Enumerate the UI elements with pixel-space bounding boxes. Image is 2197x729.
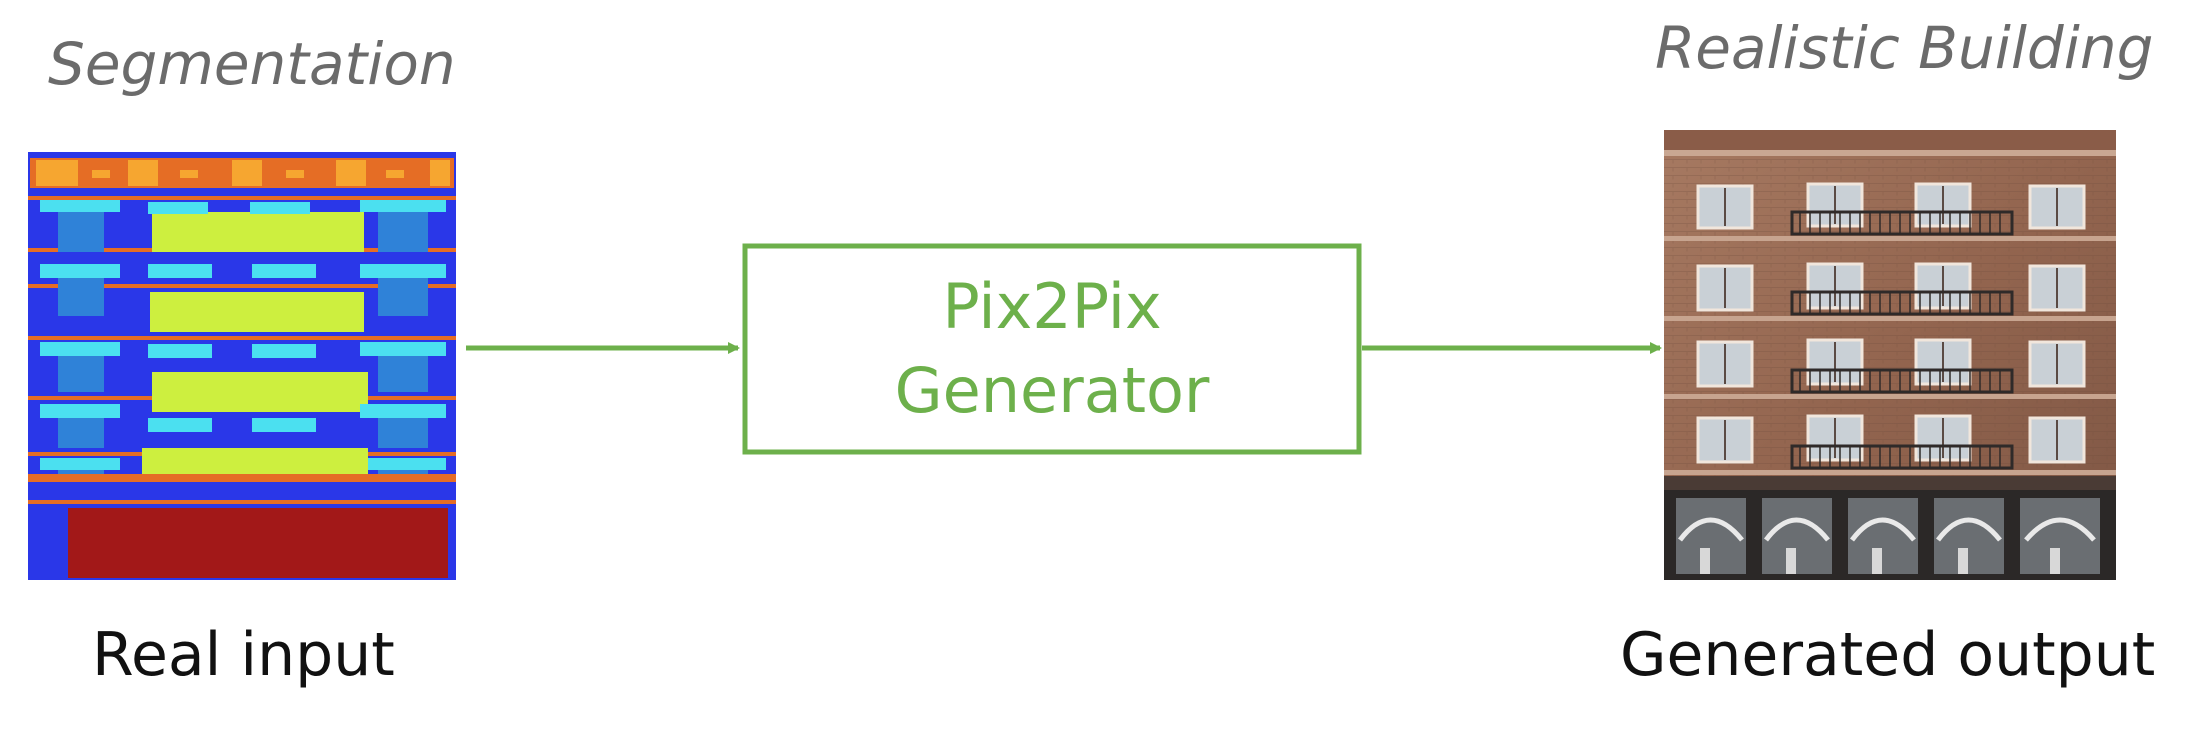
generator-label-line2: Generator bbox=[894, 354, 1210, 427]
generator-label: Pix2Pix Generator bbox=[745, 265, 1359, 433]
segmentation-heading: Segmentation bbox=[48, 30, 456, 98]
generator-label-line1: Pix2Pix bbox=[942, 270, 1162, 343]
generator-box bbox=[742, 243, 1362, 455]
segmentation-map-image bbox=[28, 152, 456, 580]
realistic-building-heading: Realistic Building bbox=[1655, 14, 2154, 82]
real-input-caption: Real input bbox=[92, 620, 395, 690]
generated-building-image bbox=[1664, 130, 2116, 580]
generated-output-caption: Generated output bbox=[1620, 620, 2156, 690]
